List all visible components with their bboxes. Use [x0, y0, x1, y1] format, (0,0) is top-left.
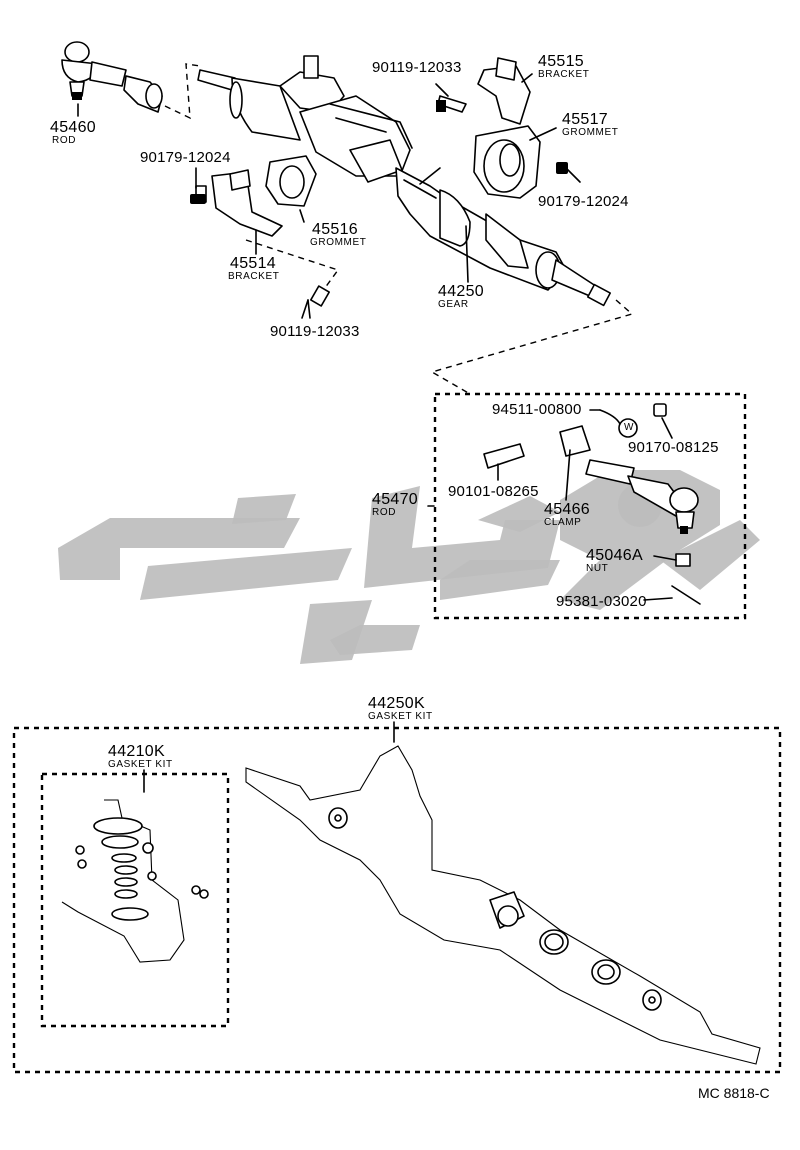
part-number-90179-right: 90179-12024: [538, 193, 629, 210]
part-number-90119-lower: 90119-12033: [270, 323, 360, 340]
washer-symbol-w: W: [624, 422, 635, 433]
bolt-90119-lower-drawing: [245, 239, 340, 319]
part-number-44210K: 44210K: [108, 743, 165, 760]
gasket-kit-44210K-drawing: [61, 799, 209, 963]
grommet-45516-drawing: [265, 155, 317, 207]
part-number-45470: 45470: [372, 491, 418, 508]
part-number-45046A: 45046A: [586, 547, 643, 564]
part-name-45466: CLAMP: [544, 517, 582, 528]
part-number-45460: 45460: [50, 119, 96, 136]
part-number-45515: 45515: [538, 53, 584, 70]
part-name-45517: GROMMET: [562, 127, 619, 138]
part-name-45514: BRACKET: [228, 271, 280, 282]
gasket-kit-44210K-box: [40, 772, 230, 1028]
tie-rod-45470-drawing: [427, 403, 701, 605]
part-number-95381: 95381-03020: [556, 593, 647, 610]
part-number-44250K: 44250K: [368, 695, 425, 712]
diagram-code: MC 8818-C: [698, 1085, 770, 1101]
part-number-94511: 94511-00800: [492, 401, 582, 418]
part-name-45516: GROMMET: [310, 237, 367, 248]
part-name-45515: BRACKET: [538, 69, 590, 80]
part-number-45516: 45516: [312, 221, 358, 238]
bracket-45515-drawing: [477, 57, 531, 125]
grommet-45517-drawing: [473, 125, 541, 199]
tie-rod-end-45460-drawing: [61, 41, 201, 120]
gasket-kit-44250K-drawing: [245, 745, 761, 1065]
part-name-44210K: GASKET KIT: [108, 759, 173, 770]
part-name-45460: ROD: [52, 135, 77, 146]
part-number-45466: 45466: [544, 501, 590, 518]
part-name-45470: ROD: [372, 507, 397, 518]
part-number-90170: 90170-08125: [628, 439, 719, 456]
part-number-90119-upper: 90119-12033: [372, 59, 462, 76]
part-name-44250K: GASKET KIT: [368, 711, 433, 722]
part-name-45046A: NUT: [586, 563, 609, 574]
leader-lines: [77, 73, 677, 793]
nut-90179-right-drawing: [556, 162, 568, 174]
tie-rod-detail-box: [433, 392, 747, 620]
part-number-44250: 44250: [438, 283, 484, 300]
gasket-kit-44250K-box: [12, 726, 782, 1074]
steering-gear-44250-drawing: [197, 55, 634, 395]
bracket-45514-drawing: [190, 169, 283, 237]
part-name-44250: GEAR: [438, 299, 469, 310]
part-number-90101: 90101-08265: [448, 483, 539, 500]
watermark-logo: [58, 470, 760, 664]
part-number-90179-left: 90179-12024: [140, 149, 231, 166]
bolt-90119-upper-drawing: [436, 95, 467, 113]
part-number-45514: 45514: [230, 255, 276, 272]
part-number-45517: 45517: [562, 111, 608, 128]
